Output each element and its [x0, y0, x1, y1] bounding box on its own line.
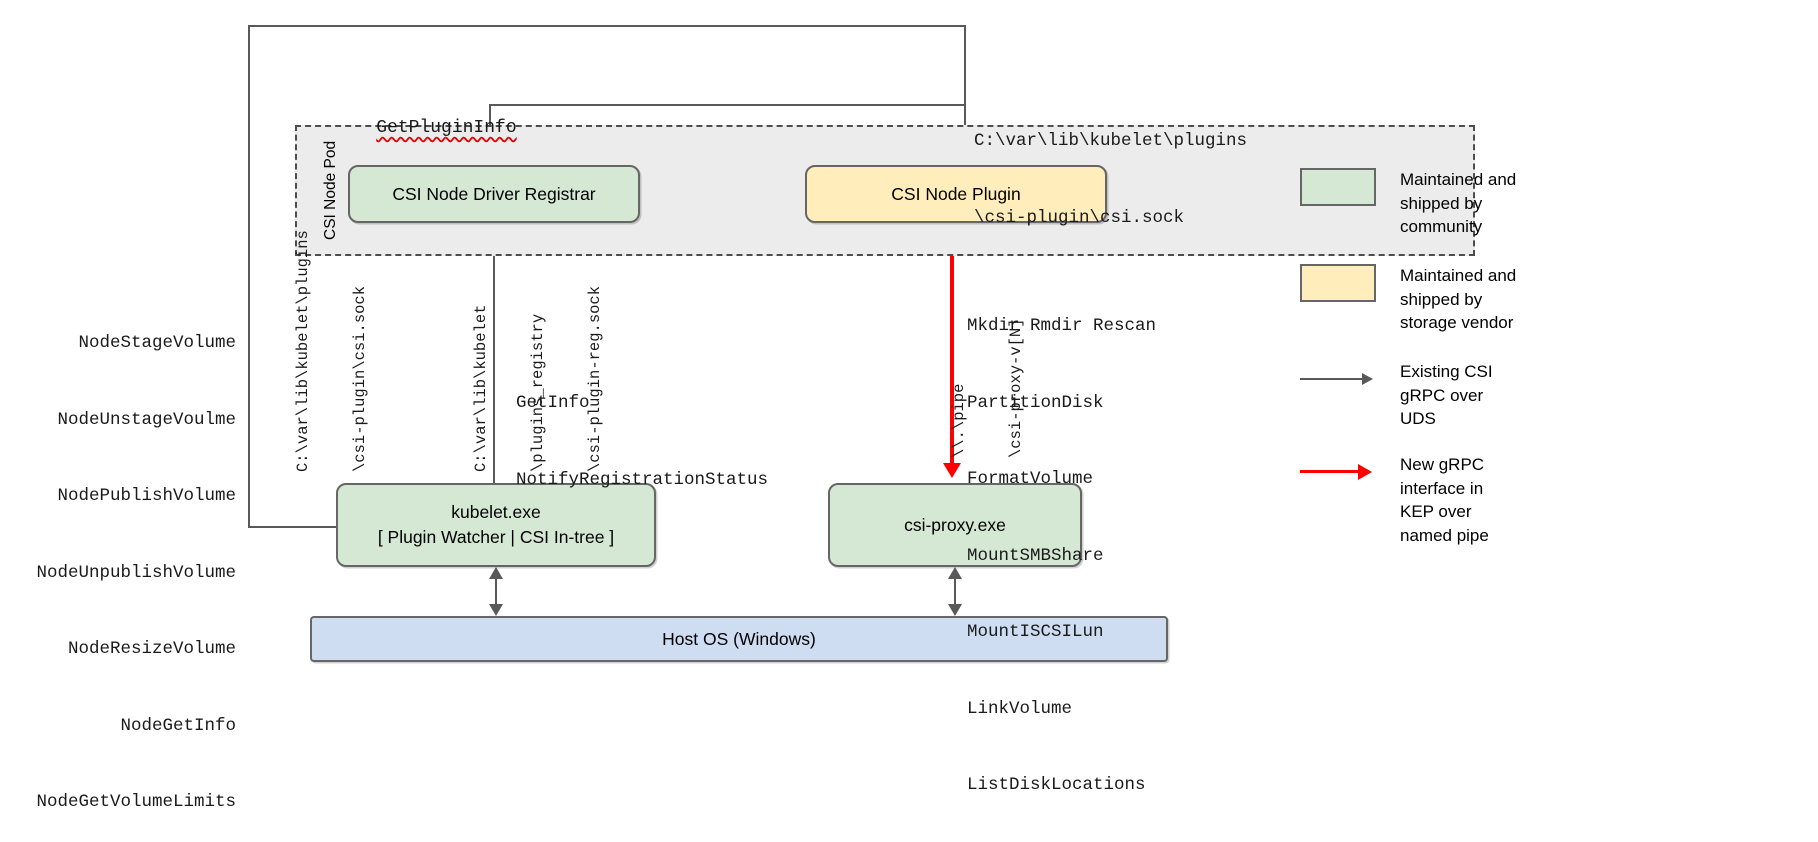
legend-line: Maintained and — [1400, 266, 1517, 285]
legend-line: community — [1400, 217, 1483, 236]
node-rpc-item: NodeUnpublishVolume — [36, 562, 236, 583]
legend-arrow-gray-line — [1300, 378, 1362, 380]
node-rpc-item: NodeResizeVolume — [67, 639, 236, 659]
legend-text-storage-vendor: Maintained and shipped by storage vendor — [1400, 264, 1585, 335]
connector-kubelet-hostos-vertical — [495, 579, 497, 605]
node-rpc-item: NodeStageVolume — [78, 333, 236, 353]
legend-item-community: Maintained and shipped by community — [1300, 168, 1585, 239]
legend-line: shipped by — [1400, 193, 1483, 213]
plugin-socket-path-label: C:\var\lib\kubelet\plugins \csi-plugin\c… — [974, 78, 1247, 282]
node-box-kubelet-exe[interactable]: kubelet.exe [ Plugin Watcher | CSI In-tr… — [336, 483, 656, 567]
proxy-operations-list: Mkdir Rmdir Rescan PartitionDisk FormatV… — [967, 263, 1156, 842]
proxy-operation-item: Mkdir Rmdir Rescan — [967, 316, 1157, 336]
node-box-csi-proxy-exe[interactable]: csi-proxy.exe — [828, 483, 1082, 567]
connector-kubelet-to-plugin-horizontal-bottom — [248, 526, 338, 528]
proxy-operation-item: LinkVolume — [967, 698, 1073, 719]
legend-line: storage vendor — [1400, 313, 1514, 332]
connector-csiproxy-hostos-vertical — [954, 579, 956, 605]
node-rpc-list: NodeStageVolume NodeUnstageVoulme NodePu… — [0, 280, 236, 842]
kubelet-csi-sock-path-label: C:\var\lib\kubelet\plugins \csi-plugin\c… — [256, 230, 408, 472]
plugin-socket-path-line1: C:\var\lib\kubelet\plugins — [974, 131, 1248, 151]
connector-csiproxy-red-vertical — [950, 223, 954, 463]
legend-text-new-grpc: New gRPC interface in KEP over named pip… — [1400, 453, 1585, 547]
legend-line: named pipe — [1400, 525, 1489, 545]
node-rpc-item: NodePublishVolume — [57, 486, 236, 506]
kubelet-csi-sock-line2: \csi-plugin\csi.sock — [351, 285, 369, 472]
legend-item-existing-csi-grpc: Existing CSI gRPC over UDS — [1300, 360, 1585, 431]
legend-line: KEP over — [1400, 502, 1472, 521]
legend-text-community: Maintained and shipped by community — [1400, 168, 1585, 239]
csi-node-driver-registrar-label: CSI Node Driver Registrar — [392, 183, 596, 204]
node-rpc-item: NodeGetInfo — [120, 715, 236, 736]
plugin-socket-path-line2: \csi-plugin\csi.sock — [974, 207, 1185, 228]
proxy-operation-item: MountISCSILun — [967, 622, 1104, 642]
registration-calls-label: GetInfo NotifyRegistrationStatus — [516, 340, 768, 544]
connector-csiproxy-hostos-arrowhead-up — [948, 567, 962, 579]
legend-arrow-gray-head-icon — [1362, 373, 1373, 385]
connector-registrar-registration-vertical — [493, 238, 495, 483]
get-plugin-info-text: GetPluginInfo — [376, 118, 517, 138]
legend-line: Existing CSI — [1400, 362, 1493, 381]
legend-line: Maintained and — [1400, 170, 1517, 189]
legend-line: UDS — [1400, 409, 1436, 428]
connector-kubelet-to-plugin-horizontal-top — [248, 25, 966, 27]
connector-csiproxy-red-arrowhead — [943, 463, 961, 478]
legend-arrow-red — [1300, 453, 1376, 491]
proxy-operation-item: MountSMBShare — [967, 545, 1104, 566]
legend-line: gRPC over — [1400, 385, 1484, 405]
connector-kubelet-hostos-arrowhead-down — [489, 604, 503, 616]
legend-item-new-grpc: New gRPC interface in KEP over named pip… — [1300, 453, 1585, 547]
legend-swatch-storage-vendor — [1300, 264, 1376, 302]
node-box-csi-node-driver-registrar[interactable]: CSI Node Driver Registrar — [348, 165, 640, 223]
csi-proxy-exe-label: csi-proxy.exe — [904, 514, 1006, 535]
legend-line: shipped by — [1400, 289, 1483, 309]
legend-text-existing-csi-grpc: Existing CSI gRPC over UDS — [1400, 360, 1585, 431]
connector-kubelet-hostos-arrowhead-up — [489, 567, 503, 579]
node-box-csi-node-plugin[interactable]: CSI Node Plugin — [805, 165, 1107, 223]
connector-csiproxy-hostos-arrowhead-down — [948, 604, 962, 616]
host-os-label: Host OS (Windows) — [662, 628, 816, 649]
kubelet-exe-sublabel: [ Plugin Watcher | CSI In-tree ] — [377, 527, 615, 547]
proxy-operation-item: PartitionDisk — [967, 392, 1104, 413]
node-rpc-item: NodeGetVolumeLimits — [36, 792, 236, 812]
legend-line: interface in — [1400, 478, 1484, 498]
registration-call-item: GetInfo — [516, 393, 590, 413]
legend-swatch-community — [1300, 168, 1376, 206]
legend-item-storage-vendor: Maintained and shipped by storage vendor — [1300, 264, 1585, 335]
node-box-host-os[interactable]: Host OS (Windows) — [310, 616, 1168, 662]
registration-call-item: NotifyRegistrationStatus — [516, 469, 769, 490]
kubelet-exe-label: kubelet.exe — [451, 502, 541, 522]
connector-getplugininfo-horizontal — [489, 104, 966, 106]
legend-arrow-red-head-icon — [1358, 464, 1372, 480]
csi-node-plugin-label: CSI Node Plugin — [891, 183, 1021, 204]
connector-plugin-socket-vertical — [964, 25, 966, 155]
get-plugin-info-label: GetPluginInfo — [333, 98, 517, 158]
legend-arrow-gray — [1300, 360, 1376, 398]
registry-sock-line1: C:\var\lib\kubelet — [472, 304, 490, 472]
connector-kubelet-to-plugin-vertical-left — [248, 25, 250, 528]
node-rpc-item: NodeUnstageVoulme — [57, 409, 236, 430]
kubelet-csi-sock-line1: C:\var\lib\kubelet\plugins — [294, 230, 312, 472]
legend-line: New gRPC — [1400, 455, 1485, 474]
legend-arrow-red-line — [1300, 470, 1360, 473]
proxy-operation-item: ListDiskLocations — [967, 775, 1146, 795]
proxy-operation-item: FormatVolume — [967, 469, 1094, 489]
